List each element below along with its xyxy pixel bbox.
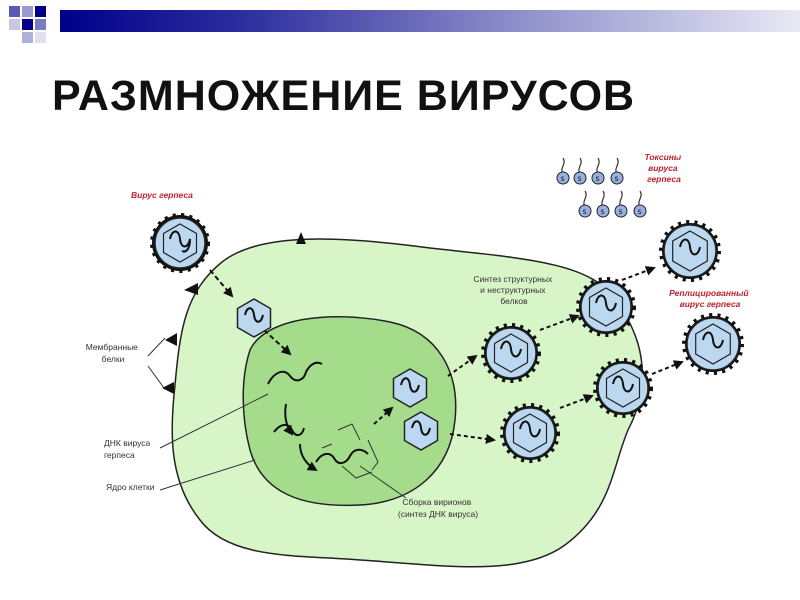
label-herpes-virus: Вирус герпеса (131, 190, 193, 200)
toxins-row-2: s s s s (578, 190, 647, 218)
svg-text:s: s (601, 207, 605, 216)
svg-text:s: s (596, 174, 600, 183)
nucleus (242, 315, 457, 507)
label-synthesis: Синтез структурных и неструктурных белко… (473, 274, 554, 306)
decor-square (35, 32, 46, 43)
membrane-pointer-lines (147, 337, 166, 389)
decor-square (9, 6, 20, 17)
svg-text:s: s (638, 207, 642, 216)
decor-square (35, 19, 46, 30)
assembly-fragments (321, 423, 379, 479)
label-pointer-lines (159, 393, 407, 499)
label-nucleus: Ядро клетки (106, 482, 155, 492)
virion (659, 220, 721, 282)
svg-text:s: s (578, 174, 582, 183)
decor-square (35, 6, 46, 17)
title-bar (0, 0, 800, 45)
virion (500, 403, 560, 463)
membrane-proteins (162, 232, 306, 394)
flow-arrows (209, 266, 684, 472)
svg-text:s: s (615, 174, 619, 183)
toxins-row-1: s s s s (556, 157, 624, 185)
label-toxins: Токсины вируса герпеса (644, 152, 683, 184)
virion (481, 323, 541, 383)
decor-square (9, 19, 20, 30)
decor-square (22, 6, 33, 17)
virion (593, 358, 653, 418)
virion (150, 213, 210, 273)
label-dna: ДНК вируса герпеса (104, 438, 153, 460)
virion (682, 313, 744, 375)
capsid (403, 411, 439, 451)
capsid (236, 298, 272, 338)
label-assembly: Сборка вирионов (синтез ДНК вируса) (398, 497, 478, 519)
virion (576, 277, 636, 337)
label-replicated: Реплицированный вирус герпеса (669, 288, 751, 309)
slide-title: РАЗМНОЖЕНИЕ ВИРУСОВ (52, 72, 636, 120)
decor-square (22, 19, 33, 30)
svg-text:s: s (583, 207, 587, 216)
label-membrane-proteins: Мембранные белки (86, 342, 141, 364)
decor-square (22, 32, 33, 43)
svg-text:s: s (619, 207, 623, 216)
title-bar-gradient (60, 10, 800, 32)
capsid (392, 368, 428, 408)
svg-text:s: s (561, 174, 565, 183)
